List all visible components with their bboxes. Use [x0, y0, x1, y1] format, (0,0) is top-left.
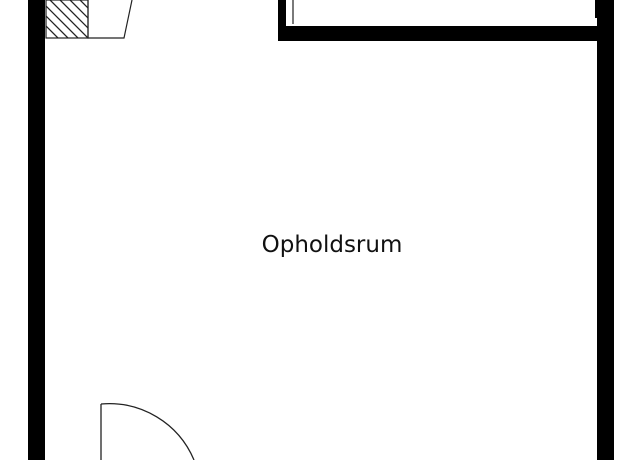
- wall-right: [597, 0, 614, 460]
- door-swing: [100, 402, 195, 460]
- wall-stub-top-right: [595, 0, 601, 18]
- wall-left: [28, 0, 45, 460]
- wall-stub-top: [278, 0, 286, 41]
- room-label-opholdsrum: Opholdsrum: [262, 232, 403, 258]
- stair-hatch: [45, 0, 89, 39]
- wall-top-interior: [278, 26, 614, 41]
- stair-outline: [87, 0, 133, 39]
